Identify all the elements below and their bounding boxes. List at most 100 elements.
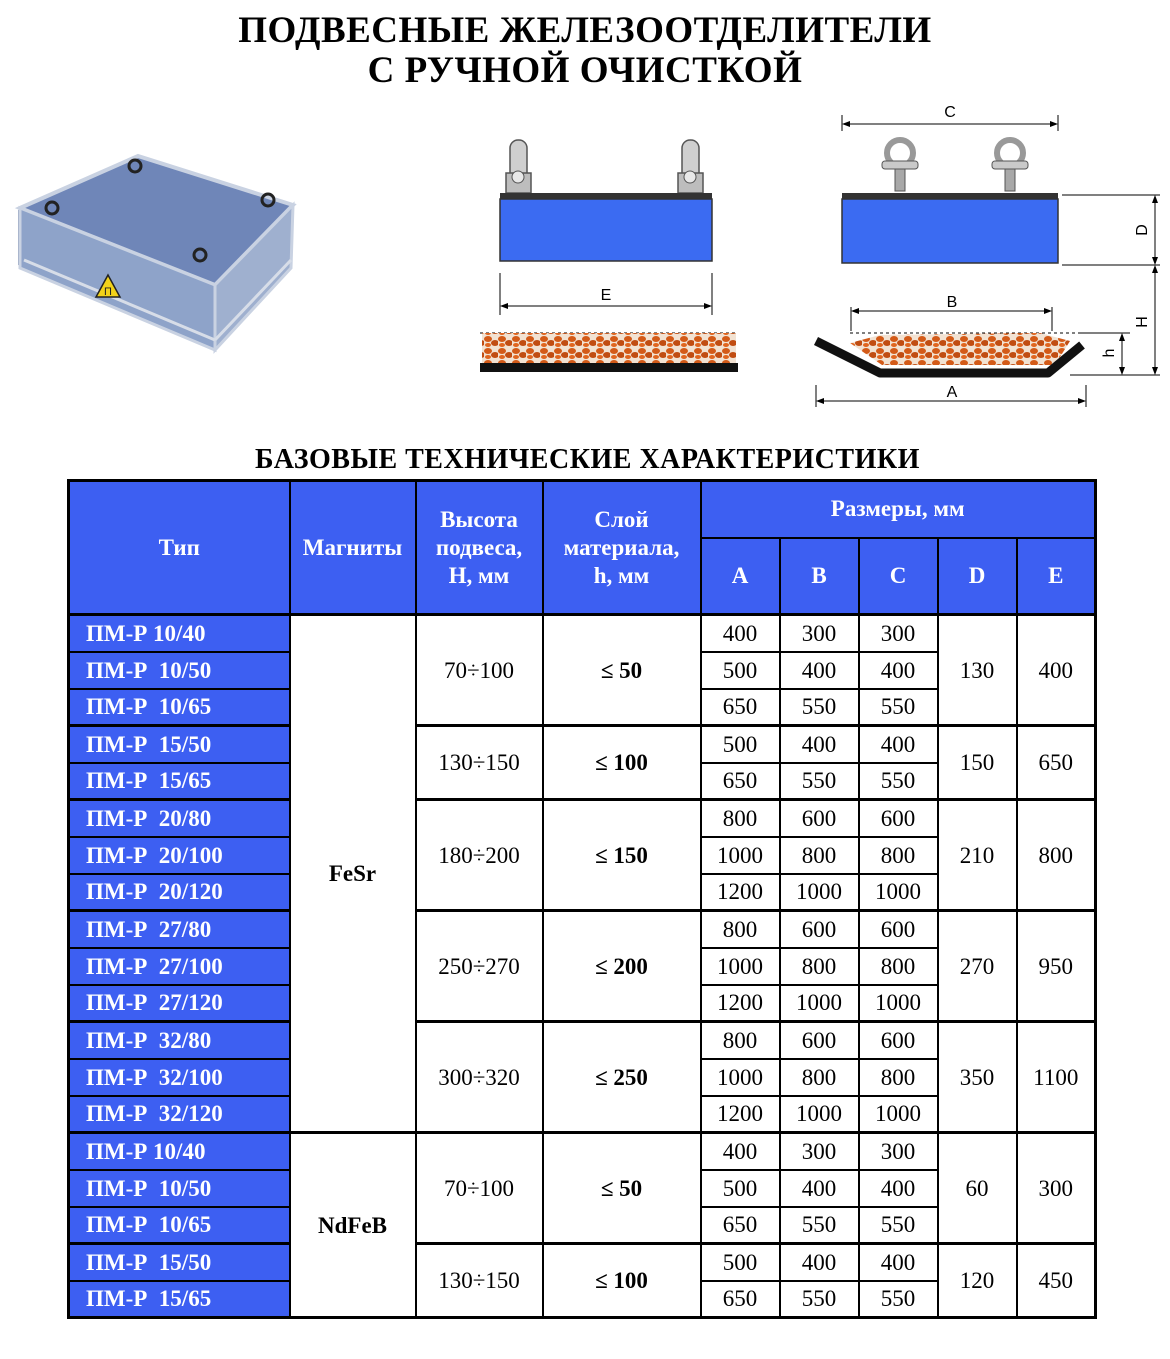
type-cell: ПМ-Р 10/65 [67,1205,291,1245]
dim-a-cell: 1200 [699,1094,781,1134]
svg-text:h: h [1101,349,1118,358]
header-height-line: H, мм [448,562,510,588]
type-cell: ПМ-Р 20/120 [67,872,291,912]
header-dim-a: A [699,536,781,616]
dim-a-cell: 800 [699,798,781,838]
height-cell: 300÷320 [414,1020,544,1134]
dim-a-cell: 650 [699,1205,781,1245]
height-cell: 70÷100 [414,1131,544,1245]
dim-b-cell: 550 [778,1279,860,1319]
dim-a-cell: 1000 [699,1057,781,1097]
dim-a-cell: 650 [699,761,781,801]
dim-c-cell: 550 [857,687,939,727]
height-cell: 180÷200 [414,798,544,912]
dim-b-cell: 600 [778,798,860,838]
dim-c-cell: 300 [857,1131,939,1171]
type-cell: ПМ-Р 27/80 [67,909,291,949]
header-layer-line: Слой [594,506,649,532]
svg-text:D: D [1134,224,1151,236]
dim-b-cell: 800 [778,946,860,986]
right-view: C D H h [813,104,1160,407]
header-dimensions: Размеры, мм [699,479,1097,539]
header-layer-line: h, мм [593,562,650,588]
dim-e-cell: 300 [1015,1131,1097,1245]
dim-b-cell: 1000 [778,983,860,1023]
page-title-line-2: С РУЧНОЙ ОЧИСТКОЙ [367,50,803,91]
dim-c-cell: 400 [857,650,939,690]
dim-a-cell: 400 [699,1131,781,1171]
type-cell: ПМ-Р 20/100 [67,835,291,875]
dim-a-cell: 1000 [699,946,781,986]
header-dim-e: E [1015,536,1097,616]
type-cell: ПМ-Р 27/100 [67,946,291,986]
magnet-cell: NdFeB [288,1131,417,1319]
type-cell: ПМ-Р 10/40 [67,613,291,653]
type-cell: ПМ-Р 27/120 [67,983,291,1023]
dim-c-cell: 600 [857,1020,939,1060]
dim-c-cell: 600 [857,909,939,949]
dim-e-cell: 450 [1015,1242,1097,1319]
type-cell: ПМ-Р 10/50 [67,1168,291,1208]
layer-cell: ≤ 150 [541,798,702,912]
dim-c-cell: 400 [857,1242,939,1282]
svg-text:H: H [1134,316,1151,328]
dim-a-cell: 1000 [699,835,781,875]
svg-text:П: П [104,286,112,298]
dim-a-cell: 1200 [699,983,781,1023]
header-height-line: Высота [440,506,518,532]
dim-a-cell: 650 [699,1279,781,1319]
lifting-lug-icon [505,139,532,194]
layer-cell: ≤ 100 [541,724,702,801]
dim-c-cell: 1000 [857,872,939,912]
svg-text:B: B [947,294,958,311]
svg-text:A: A [947,384,958,401]
dim-b-cell: 1000 [778,872,860,912]
dim-c-cell: 800 [857,946,939,986]
height-cell: 130÷150 [414,1242,544,1319]
type-cell: ПМ-Р 10/50 [67,650,291,690]
layer-cell: ≤ 50 [541,613,702,727]
type-cell: ПМ-Р 15/50 [67,1242,291,1282]
dim-d-cell: 130 [936,613,1018,727]
dim-c-cell: 550 [857,1279,939,1319]
dim-c-cell: 550 [857,761,939,801]
dim-e-cell: 800 [1015,798,1097,912]
dim-c-cell: 550 [857,1205,939,1245]
dim-a-cell: 1200 [699,872,781,912]
header-layer: Слой материала, h, мм [541,479,702,616]
header-dim-b: B [778,536,860,616]
dim-e-cell: 1100 [1015,1020,1097,1134]
type-cell: ПМ-Р 32/80 [67,1020,291,1060]
dim-c-cell: 600 [857,798,939,838]
magnet-cell: FeSr [288,613,417,1134]
dim-b-cell: 600 [778,909,860,949]
header-dim-c: C [857,536,939,616]
dim-c-cell: 400 [857,1168,939,1208]
dim-b-cell: 600 [778,1020,860,1060]
dim-b-cell: 400 [778,1242,860,1282]
dim-a-cell: 500 [699,1168,781,1208]
dim-a-cell: 500 [699,650,781,690]
dim-b-cell: 400 [778,650,860,690]
left-view: E [480,139,738,372]
layer-cell: ≤ 100 [541,1242,702,1319]
layer-cell: ≤ 200 [541,909,702,1023]
type-cell: ПМ-Р 15/65 [67,761,291,801]
dim-d-cell: 210 [936,798,1018,912]
page-title-line-1: ПОДВЕСНЫЕ ЖЕЛЕЗООТДЕЛИТЕЛИ [238,10,932,51]
dim-b-cell: 300 [778,613,860,653]
dim-b-cell: 1000 [778,1094,860,1134]
dim-b-cell: 400 [778,724,860,764]
dim-c-cell: 300 [857,613,939,653]
dim-c-cell: 400 [857,724,939,764]
